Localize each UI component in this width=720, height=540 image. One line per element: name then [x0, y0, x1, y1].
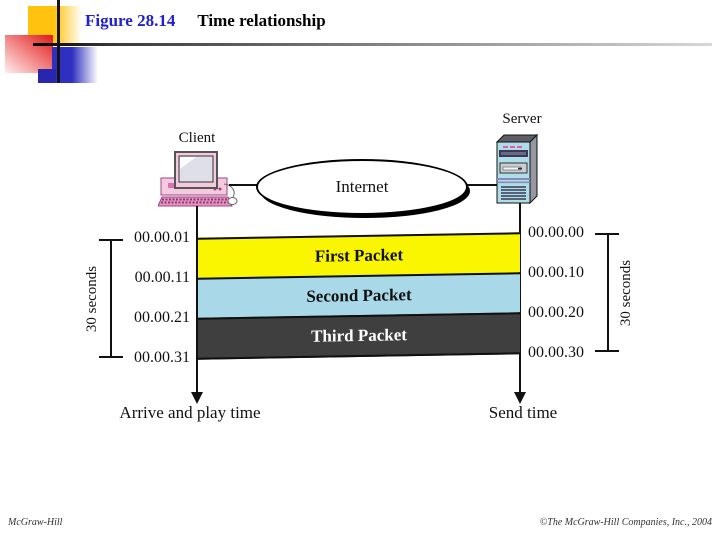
timestamp-right-1: 00.00.00 — [528, 224, 584, 241]
timestamp-left-4: 00.00.31 — [134, 349, 190, 366]
deco-vertical-line — [57, 0, 60, 83]
deco-blue-small-square — [38, 69, 56, 83]
left-span-bracket — [110, 240, 112, 358]
internet-label: Internet — [335, 177, 389, 196]
server-tower-icon — [495, 133, 539, 204]
first-packet-band: First Packet — [198, 232, 520, 278]
third-packet-band: Third Packet — [198, 312, 520, 360]
second-packet-band: Second Packet — [198, 272, 520, 318]
right-span-tick-top — [595, 233, 619, 235]
client-internet-link — [229, 184, 258, 186]
left-span-tick-top — [99, 239, 123, 241]
deco-red-square — [5, 35, 53, 73]
second-packet-label: Second Packet — [306, 285, 412, 306]
client-label: Client — [178, 130, 216, 146]
figure-number: Figure 28.14 — [85, 11, 176, 30]
left-span-label: 30 seconds — [84, 265, 100, 333]
timestamp-left-1: 00.00.01 — [134, 229, 190, 246]
timestamp-right-3: 00.00.20 — [528, 304, 584, 321]
slide-title: Figure 28.14 Time relationship — [85, 11, 326, 31]
footer-left: McGraw-Hill — [8, 517, 63, 528]
arrive-arrowhead-icon — [191, 392, 203, 404]
right-span-label: 30 seconds — [618, 259, 634, 327]
timestamp-right-2: 00.00.10 — [528, 264, 584, 281]
figure-title: Time relationship — [197, 11, 326, 30]
third-packet-label: Third Packet — [311, 325, 407, 346]
client-computer-icon — [158, 151, 238, 207]
arrive-time-label: Arrive and play time — [119, 403, 261, 422]
internet-cloud: Internet — [256, 159, 468, 215]
server-label: Server — [502, 111, 542, 127]
server-timeline — [519, 203, 521, 393]
timestamp-right-4: 00.00.30 — [528, 344, 584, 361]
left-span-tick-bottom — [99, 356, 123, 358]
timestamp-left-3: 00.00.21 — [134, 309, 190, 326]
send-time-label: Send time — [488, 403, 558, 422]
header-rule — [33, 43, 712, 46]
client-timeline — [196, 206, 198, 393]
packet-bands: First Packet Second Packet Third Packet — [198, 232, 520, 360]
right-span-tick-bottom — [595, 350, 619, 352]
right-span-bracket — [607, 234, 609, 352]
timestamp-left-2: 00.00.11 — [134, 269, 190, 286]
internet-server-link — [466, 184, 499, 186]
send-arrowhead-icon — [514, 392, 526, 404]
footer-right: ©The McGraw-Hill Companies, Inc., 2004 — [539, 517, 712, 528]
first-packet-label: First Packet — [314, 245, 404, 266]
